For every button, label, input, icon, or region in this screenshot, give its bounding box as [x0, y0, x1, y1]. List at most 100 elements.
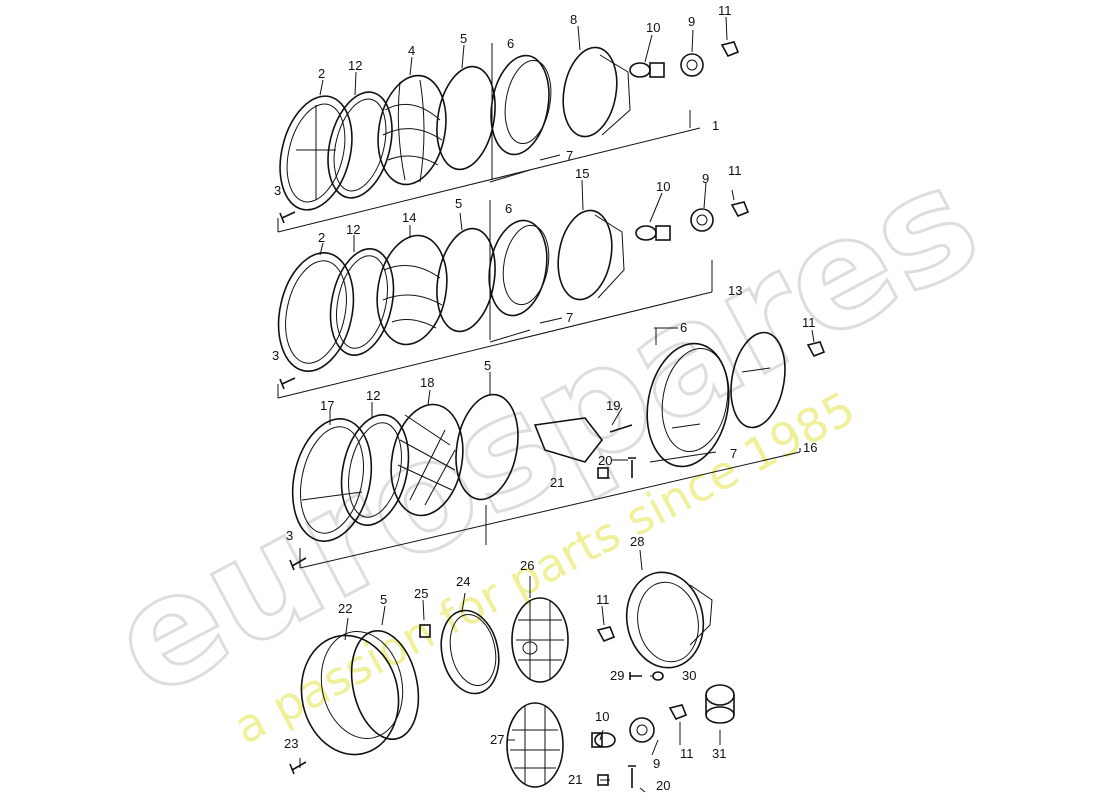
callout-5: 5: [455, 196, 462, 211]
callout-27: 27: [490, 732, 504, 747]
gasket-ring-part-5[interactable]: [429, 224, 502, 336]
screw-part-29[interactable]: [629, 672, 642, 680]
callout-21: 21: [550, 475, 564, 490]
callout-1: 1: [712, 118, 719, 133]
bulb-part-10[interactable]: [635, 225, 671, 241]
callout-11: 11: [680, 746, 694, 761]
callout-25: 25: [414, 586, 428, 601]
seal-ring-part-12[interactable]: [318, 85, 402, 204]
callout-11: 11: [728, 163, 742, 178]
gasket-ring-part-5[interactable]: [342, 625, 427, 746]
rim-ring-part-17[interactable]: [282, 411, 382, 548]
callout-22: 22: [338, 601, 352, 616]
pin-part-19[interactable]: [609, 424, 633, 433]
screw-part-23[interactable]: [289, 761, 307, 775]
callout-21: 21: [568, 772, 582, 787]
callout-28: 28: [630, 534, 644, 549]
callout-19: 19: [606, 398, 620, 413]
socket-part-9[interactable]: [690, 208, 714, 232]
callout-20: 20: [598, 453, 612, 468]
bolt-part-20[interactable]: [628, 457, 636, 478]
callout-18: 18: [420, 375, 434, 390]
callout-3: 3: [286, 528, 293, 543]
callout-5: 5: [484, 358, 491, 373]
callout-31: 31: [712, 746, 726, 761]
callout-13: 13: [728, 283, 742, 298]
clip-part-11[interactable]: [668, 704, 688, 721]
adapter-part-31[interactable]: [705, 684, 735, 724]
callout-5: 5: [460, 31, 467, 46]
bulb-part-10[interactable]: [591, 732, 616, 748]
sealed-beam-part-27[interactable]: [506, 702, 564, 788]
callout-12: 12: [366, 388, 380, 403]
callout-7: 7: [566, 148, 573, 163]
sealed-beam-part-26[interactable]: [511, 597, 569, 683]
callout-20: 20: [656, 778, 670, 793]
clip-part-11[interactable]: [596, 626, 616, 643]
lens-part-18[interactable]: [383, 399, 471, 521]
seal-ring-part-12[interactable]: [321, 243, 402, 361]
lens-part-4[interactable]: [370, 70, 454, 190]
callout-9: 9: [702, 171, 709, 186]
callout-30: 30: [682, 668, 696, 683]
callout-10: 10: [656, 179, 670, 194]
callout-2: 2: [318, 66, 325, 81]
callout-5: 5: [380, 592, 387, 607]
callout-12: 12: [346, 222, 360, 237]
callout-11: 11: [596, 592, 610, 607]
callout-29: 29: [610, 668, 624, 683]
callout-16: 16: [803, 440, 817, 455]
housing-part-15[interactable]: [552, 206, 625, 304]
callout-12: 12: [348, 58, 362, 73]
housing-part-16[interactable]: [638, 337, 738, 473]
callout-6: 6: [505, 201, 512, 216]
callout-15: 15: [575, 166, 589, 181]
washer-part-30[interactable]: [652, 671, 664, 681]
callout-14: 14: [402, 210, 416, 225]
cover-part-22[interactable]: [291, 624, 413, 764]
callout-26: 26: [520, 558, 534, 573]
reflector-part-6[interactable]: [724, 328, 792, 432]
screw-part-3[interactable]: [289, 557, 307, 571]
assembly-bottom: 22 5 25 24 26 11 28 29 30 27 10 9 11 31 …: [284, 534, 735, 793]
callout-10: 10: [646, 20, 660, 35]
callout-3: 3: [274, 183, 281, 198]
callout-24: 24: [456, 574, 470, 589]
clip-part-11[interactable]: [720, 41, 740, 58]
housing-part-8[interactable]: [557, 43, 631, 141]
rim-ring-part-2[interactable]: [268, 246, 363, 378]
screw-part-3[interactable]: [279, 377, 296, 390]
socket-part-9[interactable]: [629, 717, 655, 743]
assembly-row-1: 2 12 4 5 6 8 10 9 11 1 7 3: [274, 3, 740, 233]
callout-7: 7: [566, 310, 573, 325]
callout-4: 4: [408, 43, 415, 58]
callout-23: 23: [284, 736, 298, 751]
screw-part-3[interactable]: [279, 211, 296, 224]
clip-part-11[interactable]: [730, 201, 750, 218]
seal-ring-part-12[interactable]: [332, 409, 418, 532]
bulb-part-10[interactable]: [629, 62, 665, 78]
lens-part-14[interactable]: [369, 230, 455, 350]
callout-11: 11: [718, 3, 732, 18]
callout-6: 6: [680, 320, 687, 335]
callout-9: 9: [688, 14, 695, 29]
gasket-ring-part-5[interactable]: [429, 62, 502, 174]
callout-17: 17: [320, 398, 334, 413]
housing-part-28[interactable]: [619, 566, 713, 674]
callout-2: 2: [318, 230, 325, 245]
reflector-part-6[interactable]: [482, 216, 555, 320]
assembly-row-3: 17 12 18 5 6 11 19 20 21 7 16 3: [282, 315, 826, 571]
socket-part-9[interactable]: [680, 53, 704, 77]
callout-3: 3: [272, 348, 279, 363]
bolt-part-20[interactable]: [628, 765, 636, 788]
gasket-ring-part-5[interactable]: [448, 390, 525, 505]
callout-9: 9: [653, 756, 660, 771]
clip-part-11[interactable]: [806, 341, 826, 358]
screw-part-25[interactable]: [419, 624, 431, 638]
trim-ring-part-24[interactable]: [434, 605, 506, 699]
callout-6: 6: [507, 36, 514, 51]
callout-8: 8: [570, 12, 577, 27]
bulb-shield[interactable]: [533, 417, 604, 463]
callout-7: 7: [730, 446, 737, 461]
